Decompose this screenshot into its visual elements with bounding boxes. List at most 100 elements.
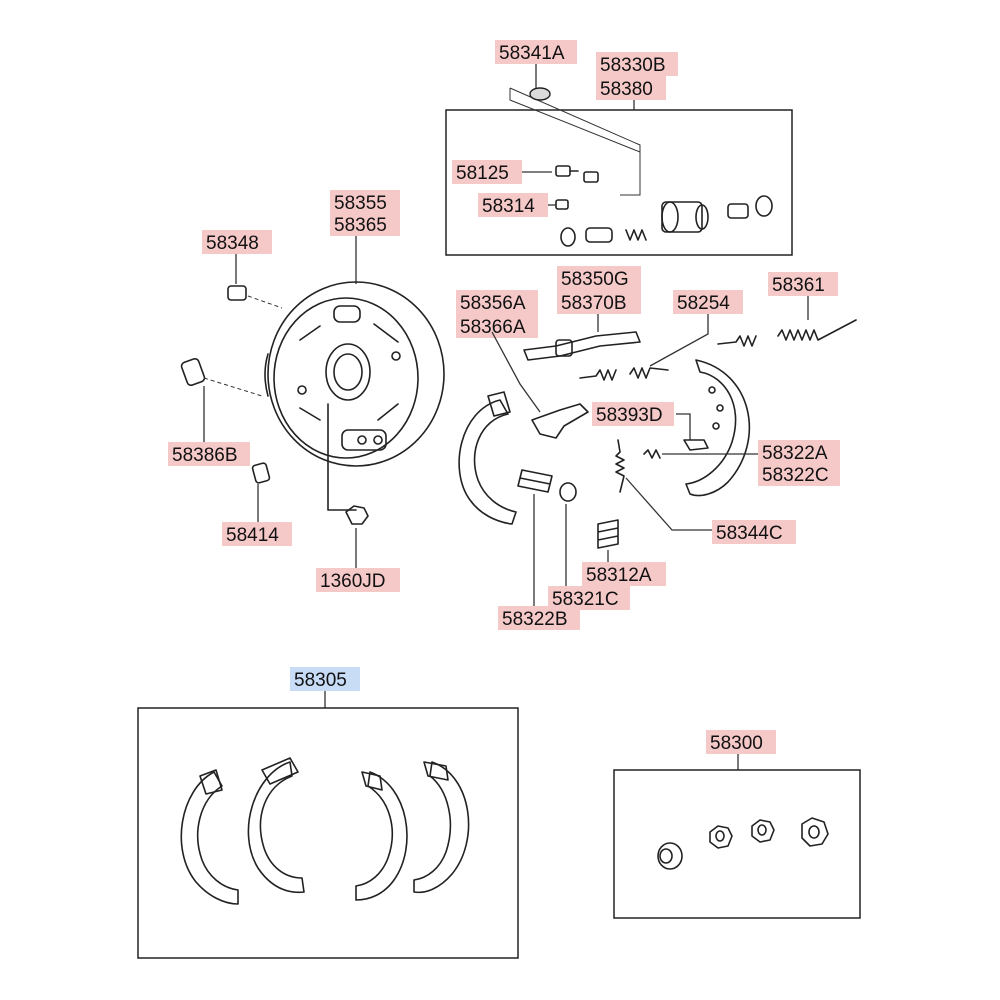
label-58366A[interactable]: 58366A [456, 314, 538, 338]
label-58361[interactable]: 58361 [768, 272, 838, 296]
plate-slot-bottom [341, 429, 387, 451]
leader-bend [327, 403, 357, 511]
svg-text:58356A: 58356A [460, 293, 526, 314]
label-58322B[interactable]: 58322B [498, 606, 580, 630]
strut-58350G [523, 314, 641, 361]
label-58330B[interactable]: 58330B [596, 52, 678, 76]
label-58356A[interactable]: 58356A [456, 290, 538, 314]
svg-text:58366A: 58366A [460, 317, 526, 338]
label-58322A[interactable]: 58322A [758, 440, 840, 464]
svg-text:58254: 58254 [677, 293, 730, 314]
guide-line [509, 87, 641, 196]
label-58312A[interactable]: 58312A [582, 562, 666, 586]
svg-text:58350G: 58350G [561, 269, 629, 290]
label-bg [452, 160, 522, 184]
label-58341A[interactable]: 58341A [495, 40, 577, 64]
label-bg [557, 290, 641, 314]
svg-text:58348: 58348 [206, 233, 259, 254]
backing-plate-rim [273, 297, 419, 459]
label-58370B[interactable]: 58370B [557, 290, 641, 314]
label-58254[interactable]: 58254 [673, 290, 743, 314]
label-bg [673, 290, 743, 314]
label-bg [592, 402, 674, 426]
label-bg [168, 442, 250, 466]
label-bg [498, 606, 580, 630]
label-58314[interactable]: 58314 [478, 193, 548, 217]
kit-shoe-3 [355, 771, 408, 901]
label-58355[interactable]: 58355 [330, 190, 400, 214]
svg-text:58312A: 58312A [586, 565, 652, 586]
leader-58344C [625, 477, 712, 531]
label-58386B[interactable]: 58386B [168, 442, 250, 466]
cylinder-body [661, 201, 709, 233]
slot-hole-1 [357, 435, 367, 445]
svg-text:58322B: 58322B [502, 609, 568, 630]
svg-text:58370B: 58370B [561, 293, 627, 314]
kit-shoe-4 [413, 761, 470, 894]
slot-hole-2 [373, 435, 383, 445]
leader-58356A [491, 331, 541, 413]
cylinder-kit-58300 [613, 754, 861, 919]
label-bg [316, 568, 400, 592]
label-bg [712, 520, 796, 544]
label-58300[interactable]: 58300 [706, 730, 776, 754]
pin-58414 [251, 462, 271, 522]
spring-cup-left [560, 227, 647, 247]
label-58125[interactable]: 58125 [452, 160, 522, 184]
hold-down-spring-58322B [517, 469, 553, 606]
wheel-cylinder-frame [445, 109, 793, 256]
svg-text:58322C: 58322C [762, 465, 829, 486]
label-bg [495, 40, 577, 64]
kit-shoe-2 [247, 757, 305, 894]
label-bg [768, 272, 838, 296]
svg-text:58344C: 58344C [716, 523, 783, 544]
label-58344C[interactable]: 58344C [712, 520, 796, 544]
bolt-58348 [227, 254, 283, 309]
label-bg [478, 193, 548, 217]
wheel-cylinder-group [445, 64, 793, 256]
piston-right [727, 195, 773, 219]
brake-shoe-left [458, 391, 517, 525]
label-58322C[interactable]: 58322C [758, 462, 840, 486]
label-58393D[interactable]: 58393D [592, 402, 674, 426]
svg-text:58380: 58380 [600, 79, 653, 100]
adjuster-lever [491, 331, 589, 439]
label-58348[interactable]: 58348 [202, 230, 272, 254]
label-bg [330, 190, 400, 214]
label-58305[interactable]: 58305 [290, 667, 360, 691]
label-58380[interactable]: 58380 [596, 76, 666, 100]
spring-58312A [597, 519, 619, 562]
kit-boot-4 [801, 817, 829, 847]
cylinder-kit-frame [613, 769, 861, 919]
kit-shoe-1 [180, 769, 239, 905]
svg-text:58330B: 58330B [600, 55, 666, 76]
label-1360JD[interactable]: 1360JD [316, 568, 400, 592]
svg-text:58322A: 58322A [762, 443, 828, 464]
label-58414[interactable]: 58414 [222, 522, 292, 546]
kit-seal-3 [751, 819, 775, 843]
svg-text:58300: 58300 [710, 733, 763, 754]
label-bg [330, 212, 400, 236]
center-hole-inner [333, 353, 363, 391]
label-bg [596, 76, 666, 100]
label-bg [222, 522, 292, 546]
plate-slot-top [333, 305, 361, 323]
bleeder-screw [555, 165, 579, 177]
label-bg [706, 730, 776, 754]
label-58321C[interactable]: 58321C [548, 586, 630, 610]
label-58365[interactable]: 58365 [330, 212, 400, 236]
backing-plate [264, 236, 445, 467]
svg-text:58386B: 58386B [172, 445, 238, 466]
backing-plate-outer [267, 281, 445, 467]
label-bg [456, 314, 538, 338]
plate-edge [264, 353, 269, 397]
svg-text:58365: 58365 [334, 215, 387, 236]
kit-seal-2 [709, 825, 733, 849]
spring-58322A [643, 413, 758, 459]
label-bg [582, 562, 666, 586]
label-bg [758, 462, 840, 486]
label-58350G[interactable]: 58350G [557, 266, 641, 290]
nut-1360JD [327, 403, 369, 568]
brake-shoe-right [685, 359, 751, 497]
